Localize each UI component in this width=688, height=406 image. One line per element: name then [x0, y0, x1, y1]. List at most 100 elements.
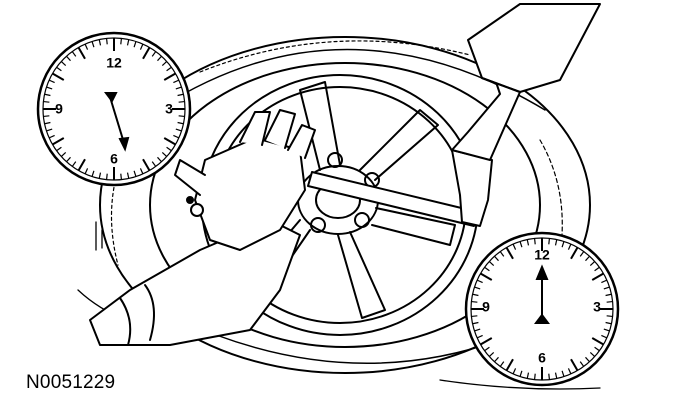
clock-minute-tick	[488, 352, 495, 357]
finger	[239, 111, 271, 146]
clock-minute-tick	[512, 243, 517, 250]
clock-minute-tick	[139, 43, 144, 50]
clock-hour-tick	[142, 47, 151, 60]
clock-minute-tick	[603, 286, 610, 290]
clock-minute-tick	[601, 279, 608, 284]
clock-minute-tick	[105, 38, 108, 45]
clock-right-label-9: 9	[482, 299, 490, 315]
clock-right-label-6: 6	[538, 350, 546, 366]
clock-minute-tick	[594, 346, 600, 352]
arm-upper-right	[467, 3, 601, 93]
hand	[89, 109, 316, 346]
clock-left-hand-arrow	[104, 92, 130, 152]
clock-minute-tick	[177, 121, 184, 125]
clock-minute-tick	[151, 51, 157, 57]
clock-minute-tick	[471, 300, 478, 303]
clock-minute-tick	[488, 261, 495, 266]
clock-minute-tick	[484, 346, 490, 352]
clock-minute-tick	[133, 41, 137, 48]
clock-minute-tick	[48, 79, 55, 84]
clock-minute-tick	[60, 152, 67, 157]
clock-minute-tick	[548, 373, 551, 380]
clock-minute-tick	[484, 266, 490, 272]
clock-minute-tick	[105, 173, 108, 180]
clock-hour-tick	[570, 247, 579, 260]
clock-minute-tick	[46, 128, 53, 132]
lug-nut	[327, 152, 343, 168]
clock-right-label-12: 12	[534, 247, 550, 263]
clock-minute-tick	[589, 352, 596, 357]
clock-minute-tick	[139, 168, 144, 175]
clock-minute-tick	[66, 55, 71, 62]
lug-wrench	[307, 39, 541, 227]
clock-minute-tick	[554, 372, 558, 379]
clock-hour-tick	[505, 247, 514, 260]
clock-minute-tick	[71, 51, 77, 57]
clock-minute-tick	[157, 55, 162, 62]
clock-minute-tick	[554, 239, 558, 246]
clock-hour-tick	[591, 272, 604, 281]
clock-minute-tick	[603, 328, 610, 332]
clock-left-label-3: 3	[165, 101, 173, 117]
tire-inner	[149, 62, 541, 348]
clock-minute-tick	[56, 146, 62, 152]
clock-minute-tick	[126, 172, 130, 179]
clock-minute-tick	[472, 293, 479, 297]
spoke	[371, 207, 456, 246]
removed-lug-nut	[186, 196, 204, 217]
sleeve-fold	[144, 284, 155, 341]
finger	[287, 124, 316, 159]
clock-minute-tick	[173, 134, 180, 139]
clock-minute-tick	[606, 300, 613, 303]
clock-hour-tick	[505, 358, 514, 371]
clock-minute-tick	[178, 100, 185, 103]
lug-nut	[310, 217, 326, 233]
clock-minute-tick	[178, 115, 185, 118]
clock-minute-tick	[585, 255, 590, 262]
clock-left-label-9: 9	[55, 101, 63, 117]
figure-id-caption: N0051229	[26, 372, 116, 393]
clock-minute-tick	[561, 370, 565, 377]
clock-minute-tick	[589, 261, 596, 266]
clock-hour-tick	[591, 337, 604, 346]
clock-minute-tick	[494, 356, 499, 363]
spoke	[359, 109, 439, 181]
clock-minute-tick	[548, 238, 551, 245]
clock-minute-tick	[519, 370, 523, 377]
clock-minute-tick	[594, 266, 600, 272]
clock-minute-tick	[84, 168, 89, 175]
clock-hour-tick	[77, 47, 86, 60]
clock-minute-tick	[166, 66, 172, 72]
spoke	[337, 231, 386, 319]
clock-minute-tick	[605, 293, 612, 297]
clock-minute-tick	[157, 156, 162, 163]
clock-right: 12 3 6 9	[464, 231, 620, 387]
clock-left-label-6: 6	[110, 151, 118, 167]
clock-minute-tick	[476, 334, 483, 339]
clock-minute-tick	[561, 241, 565, 248]
sleeve-fold	[119, 297, 132, 346]
clock-minute-tick	[175, 128, 182, 132]
finger	[264, 109, 296, 149]
clock-minute-tick	[166, 146, 172, 152]
clock-minute-tick	[474, 286, 481, 290]
clock-hour-tick	[77, 158, 86, 171]
clock-minute-tick	[579, 251, 585, 257]
wrench-bar	[307, 171, 479, 227]
clock-hour-tick	[52, 72, 65, 81]
lug-nut	[354, 212, 370, 228]
tire	[99, 36, 591, 374]
clock-minute-tick	[44, 121, 51, 125]
tire-sidewall-bottom	[179, 319, 501, 365]
clock-right-hand-arrow	[534, 264, 550, 324]
clock-minute-tick	[91, 41, 95, 48]
clock-right-label-3: 3	[593, 299, 601, 315]
clock-minute-tick	[133, 170, 137, 177]
clock-minute-tick	[151, 161, 157, 167]
clock-minute-tick	[177, 93, 184, 97]
clock-minute-tick	[601, 334, 608, 339]
clock-minute-tick	[585, 356, 590, 363]
clock-minute-tick	[476, 279, 483, 284]
clock-minute-tick	[60, 61, 67, 66]
